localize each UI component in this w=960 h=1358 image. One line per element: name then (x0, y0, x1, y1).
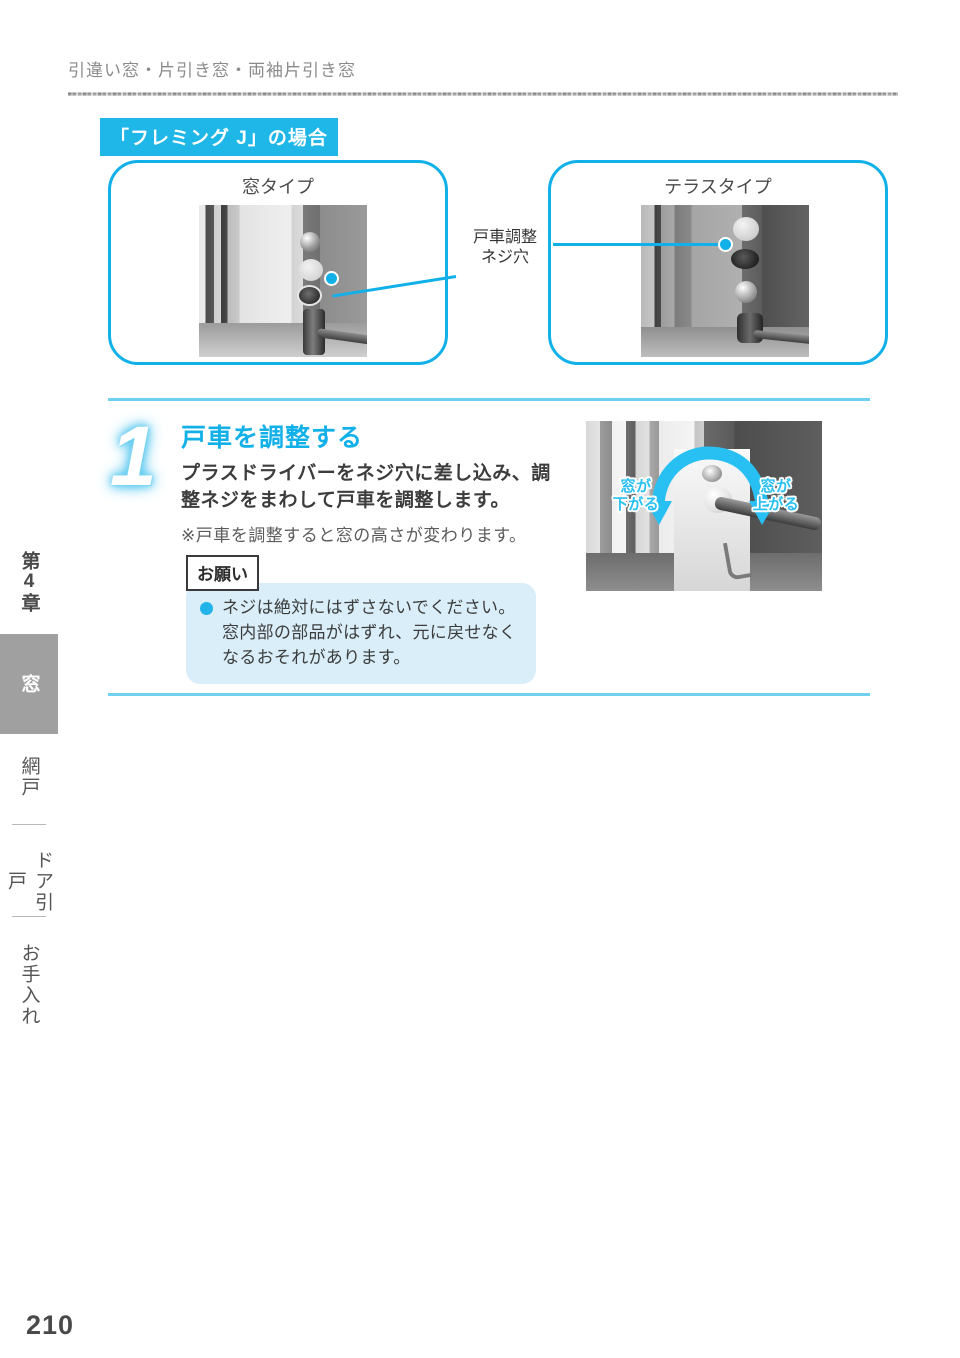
caution-box: ネジは絶対にはずさないでください。窓内部の部品がはずれ、元に戻せなくなるおそれが… (186, 583, 536, 684)
page-header-title: 引違い窓・片引き窓・両袖片引き窓 (68, 61, 356, 80)
photo-label-window-down: 窓が 下がる (608, 478, 664, 514)
photo-label-up-line1: 窓が (760, 478, 792, 495)
step-note-text: ※戸車を調整すると窓の高さが変わります。 (181, 526, 527, 545)
type-box-terrace: テラスタイプ (548, 160, 888, 365)
adjust-screw-hole-icon (297, 285, 322, 306)
caution-item: ネジは絶対にはずさないでください。窓内部の部品がはずれ、元に戻せなくなるおそれが… (200, 595, 522, 670)
type-box-window-title: 窓タイプ (242, 177, 314, 197)
type-box-window: 窓タイプ (108, 160, 448, 365)
step-illustration-photo: 窓が 下がる 窓が 上がる (586, 421, 822, 591)
side-tab-care[interactable]: お手入れ (18, 943, 40, 1027)
header-rule (68, 92, 898, 96)
section-rule-top (108, 398, 870, 401)
leader-dot-left (326, 273, 337, 284)
window-type-photo (199, 205, 367, 357)
cap-hole-icon (733, 217, 759, 241)
bullet-icon (200, 602, 213, 615)
leader-line-right (553, 243, 725, 246)
photo-label-window-up: 窓が 上がる (748, 478, 804, 514)
adjust-screw-hole-icon (731, 249, 759, 269)
callout-label-line2: ネジ穴 (480, 249, 529, 266)
side-tab-amido[interactable]: 網戸 (18, 756, 40, 798)
caution-tag: お願い (186, 555, 259, 591)
callout-label-line1: 戸車調整 (472, 229, 537, 246)
photo-bar (303, 309, 325, 355)
screw-head-icon (300, 232, 320, 252)
section-banner: 「フレミング J」の場合 (100, 118, 338, 156)
step-body-text: プラスドライバーをネジ穴に差し込み、調整ネジをまわして戸車を調整します。 (181, 463, 551, 511)
photo-label-down-line1: 窓が (620, 478, 652, 495)
cap-hole-icon (299, 259, 323, 281)
photo-sill (641, 327, 809, 357)
step-title: 戸車を調整する (181, 424, 364, 452)
side-tab-rail: 第4章 窓 網戸 ドア引戸 お手入れ (0, 0, 58, 1358)
leader-dot-right (720, 239, 731, 250)
side-tab-mado[interactable]: 窓 (0, 634, 58, 734)
rail-divider-1 (12, 824, 46, 825)
page-number: 210 (26, 1310, 75, 1340)
screw-head-icon (735, 281, 757, 303)
type-box-terrace-title: テラスタイプ (664, 177, 772, 197)
rotation-arrow-icon (646, 446, 776, 525)
rail-divider-2 (12, 916, 46, 917)
terrace-type-photo (641, 205, 809, 357)
side-tab-chapter: 第4章 (18, 551, 40, 613)
caution-item-text: ネジは絶対にはずさないでください。窓内部の部品がはずれ、元に戻せなくなるおそれが… (222, 598, 517, 667)
adjust-screw-icon (702, 465, 722, 482)
photo-label-down-line2: 下がる (612, 496, 660, 513)
photo-label-up-line2: 上がる (752, 496, 800, 513)
step-number: 1 (110, 409, 157, 503)
callout-label: 戸車調整 ネジ穴 (455, 228, 555, 268)
side-tab-door[interactable]: ドア引戸 (5, 849, 53, 913)
section-rule-bottom (108, 693, 870, 696)
